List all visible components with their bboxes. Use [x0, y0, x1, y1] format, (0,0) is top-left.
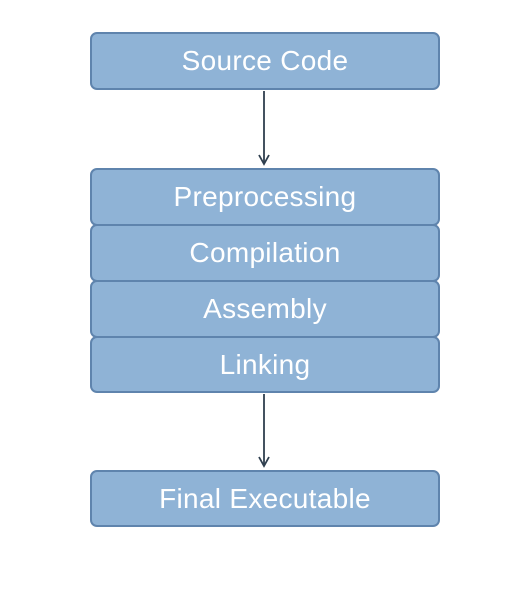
assembly-box: Assembly [90, 280, 440, 338]
linking-label: Linking [219, 348, 311, 380]
compilation-box: Compilation [90, 224, 440, 282]
assembly-label: Assembly [203, 293, 327, 324]
final-executable-label: Final Executable [159, 482, 371, 514]
linking-box: Linking [90, 336, 440, 393]
final-executable-box: Final Executable [90, 470, 440, 527]
preprocessing-label: Preprocessing [173, 181, 357, 212]
preprocessing-box: Preprocessing [90, 168, 440, 226]
compilation-label: Compilation [189, 237, 341, 268]
source-code-box: Source Code [90, 32, 440, 90]
source-code-label: Source Code [181, 45, 349, 76]
